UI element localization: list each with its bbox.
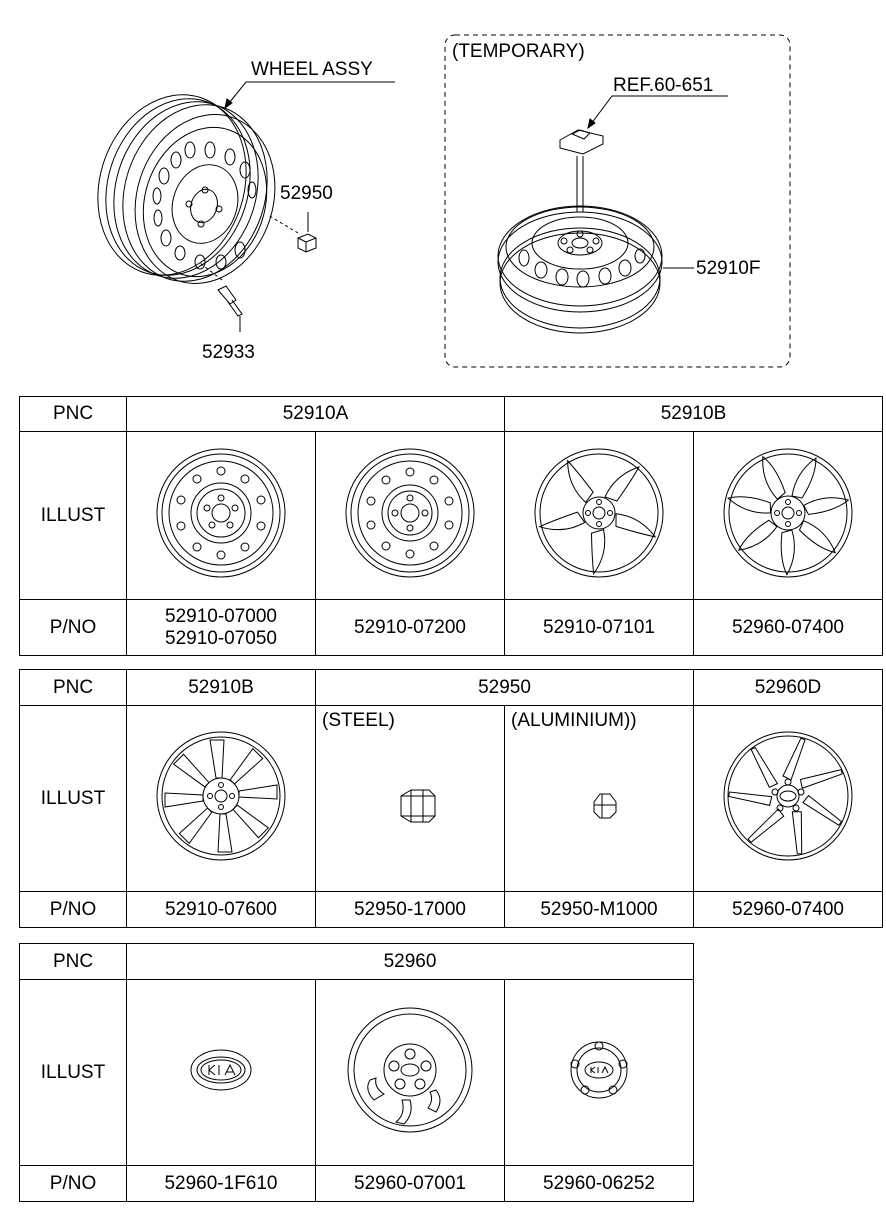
steel-sub-label: (STEEL) [322,710,395,731]
pno-cell: 52910-07200 [315,599,505,656]
alloy-wheel-icon [534,448,664,577]
pnc-group: 52910B [504,396,883,432]
illust-cell [126,431,316,600]
part-number: 52960-07400 [732,616,844,638]
illust-cell [126,705,316,892]
center-cap-icon [570,1041,628,1098]
pno-cell: 52960-07001 [315,1165,505,1202]
lug-nut-icon [297,233,317,253]
illust-cell: (ALUMINIUM)) [504,705,694,892]
wheel-assy-icon [97,94,276,284]
pnc-group: 52960 [126,943,694,980]
pnc-group: 52950 [315,669,694,706]
part-number: 52960-06252 [543,1172,655,1194]
steel-wheel-icon [156,448,286,577]
illust-cell: (STEEL) [315,705,505,892]
pno-header: P/NO [19,1165,127,1202]
parts-table-3: PNC 52960 ILLUST [19,943,694,1202]
pno-header: P/NO [19,599,127,656]
temporary-box [444,34,791,368]
valve-pnc-label: 52933 [202,342,255,363]
part-number: 52960-1F610 [164,1172,278,1194]
spare-wheel-icon [497,205,663,334]
part-number: 52950-17000 [354,898,466,920]
pnc-group: 52960D [693,669,883,706]
illust-cell [126,979,316,1166]
ref-label: REF.60-651 [613,75,714,96]
illust-cell [504,979,694,1166]
pnc-header: PNC [19,396,127,432]
steel-wheel-icon [345,448,475,577]
wheel-assy-label: WHEEL ASSY [251,59,373,80]
parts-table-1: PNC 52910A 52910B ILLUST [19,396,883,656]
illust-cell [315,979,505,1166]
pno-cell: 52960-07400 [693,599,883,656]
part-number: 52910-07200 [354,616,466,638]
part-number: 52910-07101 [543,616,655,638]
part-number: 52960-07001 [354,1172,466,1194]
pno-cell: 52960-06252 [504,1165,694,1202]
part-number: 52910-07000 [165,605,277,627]
pnc-header: PNC [19,669,127,706]
illust-cell [693,705,883,892]
spare-tire-cover-bolt-icon [559,129,604,212]
illust-cell [693,431,883,600]
pno-cell: 52960-07400 [693,891,883,928]
pno-cell: 52910-07000 52910-07050 [126,599,316,656]
wheel-assembly-diagram [97,34,791,368]
pno-cell: 52950-M1000 [504,891,694,928]
valve-stem-icon [217,285,243,317]
kia-emblem-icon [190,1049,252,1090]
illust-header: ILLUST [19,705,127,892]
parts-table-2: PNC 52910B 52950 52960D ILLUST (STEEL) [19,669,883,928]
part-number: 52910-07600 [165,898,277,920]
wheel-cover-icon [347,1007,473,1132]
pnc-header: PNC [19,943,127,980]
pno-cell: 52950-17000 [315,891,505,928]
pno-cell: 52910-07600 [126,891,316,928]
part-number: 52950-M1000 [540,898,658,920]
temporary-label: (TEMPORARY) [452,41,585,62]
lug-nut-icon [593,793,617,819]
part-number: 52960-07400 [732,898,844,920]
part-number: 52910-07050 [165,627,277,649]
alloy-wheel-icon [723,448,853,577]
illust-cell [504,431,694,600]
pnc-group: 52910A [126,396,505,432]
pno-cell: 52960-1F610 [126,1165,316,1202]
nut-pnc-label: 52950 [280,183,333,204]
alloy-wheel-icon [156,731,286,860]
alloy-wheel-kia-icon [723,731,853,860]
pno-header: P/NO [19,891,127,928]
illust-header: ILLUST [19,431,127,600]
aluminium-sub-label: (ALUMINIUM)) [511,710,637,731]
pnc-group: 52910B [126,669,316,706]
illust-header: ILLUST [19,979,127,1166]
pno-cell: 52910-07101 [504,599,694,656]
illust-cell [315,431,505,600]
spare-pnc-label: 52910F [696,258,761,279]
lug-nut-icon [400,789,436,823]
